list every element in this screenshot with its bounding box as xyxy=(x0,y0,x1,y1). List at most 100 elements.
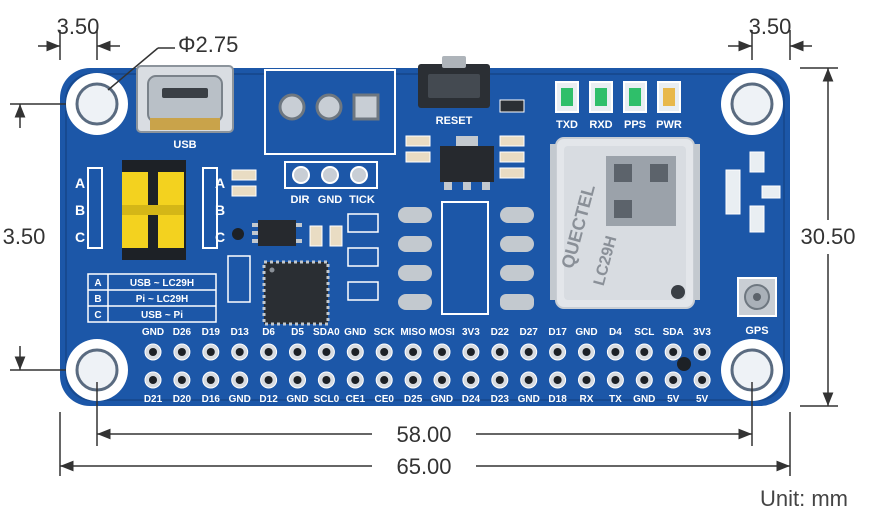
header-label-top-18: SCL xyxy=(634,327,654,338)
header-pin-hole xyxy=(380,376,389,384)
header-label-top-8: GND xyxy=(344,327,366,338)
usb-connector xyxy=(136,65,234,133)
reset-label: RESET xyxy=(436,115,473,127)
header-label-top-7: SDA0 xyxy=(313,327,340,338)
mode-key-b: B xyxy=(94,294,101,305)
header-label-bottom-7: SCL0 xyxy=(314,394,340,405)
header-label-bottom-20: 5V xyxy=(696,394,709,405)
header-label-top-3: D19 xyxy=(202,327,221,338)
small-components xyxy=(227,213,379,303)
mode-key-c: C xyxy=(94,310,101,321)
gps-label: GPS xyxy=(745,325,768,337)
led-label-pps: PPS xyxy=(624,119,646,131)
header-pin-hole xyxy=(669,348,678,356)
ufl-antenna-connector xyxy=(737,277,777,317)
header-label-top-9: SCK xyxy=(374,327,396,338)
usb-label: USB xyxy=(173,139,196,151)
mode-key-a: A xyxy=(94,278,101,289)
header-pin-hole xyxy=(582,348,591,356)
jumper-row-label-c-right: C xyxy=(215,229,225,245)
header-label-bottom-2: D20 xyxy=(173,394,192,405)
mounting-hole-top-right xyxy=(721,73,783,135)
header-pin-hole xyxy=(264,376,273,384)
mode-value-a: USB ~ LC29H xyxy=(130,278,194,289)
header-label-bottom-11: GND xyxy=(431,394,453,405)
mounting-hole-bottom-left xyxy=(66,339,128,401)
header-pin-hole xyxy=(177,348,186,356)
header-label-bottom-12: D24 xyxy=(462,394,481,405)
passives xyxy=(231,135,525,247)
header-label-top-5: D6 xyxy=(262,327,275,338)
header-pin-hole xyxy=(640,348,649,356)
header-pin-hole xyxy=(293,376,302,384)
mounting-hole-top-left xyxy=(66,73,128,135)
header-pin-hole xyxy=(495,348,504,356)
header-label-top-13: D22 xyxy=(491,327,510,338)
terminal-label-tick: TICK xyxy=(349,194,375,206)
solder-pads xyxy=(398,207,534,310)
header-pin-hole xyxy=(582,376,591,384)
header-pin-hole xyxy=(553,348,562,356)
side-components xyxy=(725,151,781,233)
header-pin-hole xyxy=(495,376,504,384)
header-label-bottom-1: D21 xyxy=(144,394,163,405)
header-pin-hole xyxy=(351,376,360,384)
reset-button xyxy=(418,56,490,108)
jumper-row-label-c-left: C xyxy=(75,229,85,245)
jumper-row-label-a-right: A xyxy=(215,175,225,191)
header-label-top-17: D4 xyxy=(609,327,622,338)
jumper-row-label-b-left: B xyxy=(75,202,85,218)
header-label-bottom-5: D12 xyxy=(259,394,278,405)
header-label-top-16: GND xyxy=(575,327,597,338)
screw-terminal xyxy=(264,69,396,189)
small-ic xyxy=(252,220,302,246)
led-rxd-icon xyxy=(589,81,613,113)
dim-hole-spacing: 58.00 xyxy=(396,422,451,447)
led-txd-icon xyxy=(555,81,579,113)
mode-table xyxy=(87,273,217,323)
header-pin-hole xyxy=(235,348,244,356)
led-label-rxd: RXD xyxy=(589,119,612,131)
dimension-lines xyxy=(10,30,838,476)
header-label-bottom-6: GND xyxy=(286,394,308,405)
dim-hole-offset-right: 3.50 xyxy=(749,14,792,39)
header-label-top-2: D26 xyxy=(173,327,192,338)
jumper-row-label-a-left: A xyxy=(75,175,85,191)
mode-value-c: USB ~ Pi xyxy=(141,310,183,321)
header-label-top-4: D13 xyxy=(231,327,250,338)
header-label-top-1: GND xyxy=(142,327,164,338)
header-pin-hole xyxy=(524,376,533,384)
header-pin-hole xyxy=(669,376,678,384)
header-label-bottom-4: GND xyxy=(229,394,251,405)
led-label-pwr: PWR xyxy=(656,119,682,131)
dim-hole-diameter: Φ2.75 xyxy=(178,32,238,57)
led-pps-icon xyxy=(623,81,647,113)
header-pin-hole xyxy=(438,348,446,356)
header-pin-hole xyxy=(409,348,418,356)
header-label-bottom-18: GND xyxy=(633,394,655,405)
header-pin-hole xyxy=(235,376,244,384)
qfn-chip xyxy=(262,260,330,326)
header-pin-hole xyxy=(466,348,475,356)
header-pin-hole xyxy=(698,376,707,384)
header-label-top-19: SDA xyxy=(663,327,684,338)
resistor xyxy=(499,99,525,113)
header-pin-hole xyxy=(524,348,533,356)
dim-board-height: 30.50 xyxy=(800,224,855,249)
mounting-hole-bottom-right xyxy=(721,339,783,401)
header-pin-hole xyxy=(466,376,475,384)
terminal-label-dir: DIR xyxy=(291,194,310,206)
header-label-bottom-3: D16 xyxy=(202,394,221,405)
header-label-top-6: D5 xyxy=(291,327,304,338)
header-pin-hole xyxy=(409,376,418,384)
header-label-top-12: 3V3 xyxy=(462,327,480,338)
header-label-bottom-17: TX xyxy=(609,394,622,405)
gpio-header: GNDD21D26D20D19D16D13GNDD6D12D5GNDSDA0SC… xyxy=(142,327,712,405)
header-pin-hole xyxy=(177,376,186,384)
header-label-bottom-15: D18 xyxy=(548,394,567,405)
header-label-bottom-9: CE0 xyxy=(374,394,394,405)
header-pin-hole xyxy=(322,348,331,356)
header-pin-hole xyxy=(322,376,331,384)
dim-board-width: 65.00 xyxy=(396,454,451,479)
